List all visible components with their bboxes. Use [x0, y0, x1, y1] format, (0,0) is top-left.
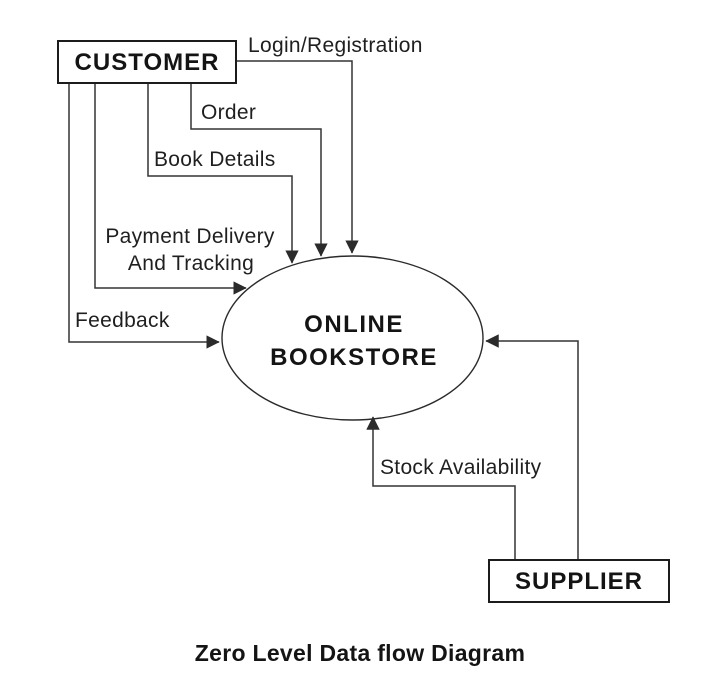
flow-feedback-line: [68, 83, 220, 349]
flow-login-registration-label: Login/Registration: [248, 34, 423, 57]
flow-order-label: Order: [201, 101, 256, 124]
flow-payment-delivery-label-line2: And Tracking: [128, 252, 254, 275]
flow-login-registration-line: [236, 60, 359, 254]
customer-entity-label: CUSTOMER: [75, 49, 220, 76]
flow-book-details-label: Book Details: [154, 148, 276, 171]
diagram-title: Zero Level Data flow Diagram: [195, 640, 526, 666]
flow-stock-availability-line: [366, 416, 516, 560]
flow-stock-availability-label: Stock Availability: [380, 456, 542, 479]
process-label-line2: BOOKSTORE: [270, 344, 438, 371]
flow-payment-delivery-tracking-line: [94, 83, 247, 295]
flow-book-details-line: [147, 83, 299, 264]
supplier-entity-box: [488, 559, 670, 603]
flow-feedback-label: Feedback: [75, 309, 170, 332]
process-label-line1: ONLINE: [304, 311, 404, 338]
supplier-entity-label: SUPPLIER: [515, 568, 643, 595]
customer-entity-box: [57, 40, 237, 84]
flow-order-line: [190, 83, 328, 257]
process-ellipse-online-bookstore: [221, 255, 484, 421]
flow-payment-delivery-label-line1: Payment Delivery: [105, 225, 275, 248]
flow-supplier-to-bookstore-line: [485, 334, 579, 560]
